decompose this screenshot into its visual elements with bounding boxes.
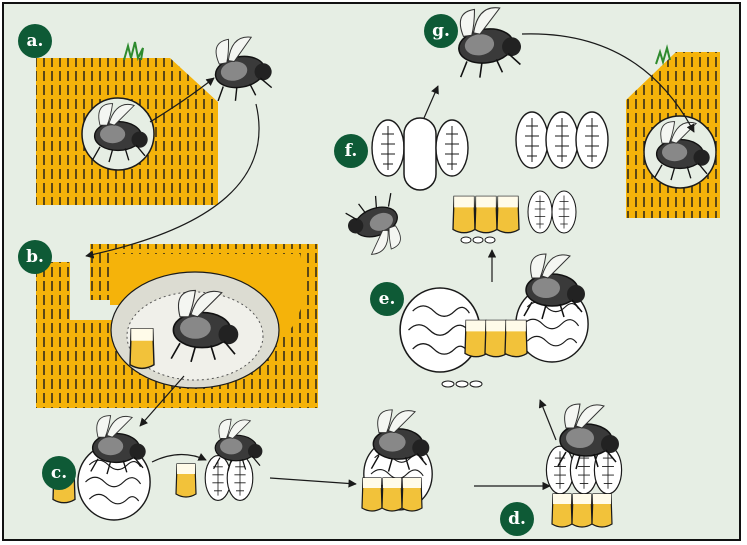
- stage-badge-a: a.: [18, 24, 52, 58]
- honey-pot-c2: [176, 464, 196, 497]
- queen-cocoon-f: [404, 118, 436, 190]
- larva-cell-f6: [528, 191, 552, 233]
- stage-badge-c: c.: [42, 456, 76, 490]
- stage-badge-f: f.: [334, 134, 368, 168]
- honey-pot-f1: [453, 196, 475, 232]
- new-queen-flying: [452, 4, 525, 80]
- queen-cell-f5: [576, 112, 608, 168]
- honey-pot-e1: [465, 320, 487, 356]
- arrow-c-to-d: [270, 478, 356, 484]
- honey-pot-b: [130, 329, 154, 369]
- honey-pot-d6: [592, 494, 612, 527]
- grass-tuft-a: [124, 42, 143, 60]
- queen-cell-f3: [516, 112, 548, 168]
- honey-pot-d4: [552, 494, 572, 527]
- arrow-f-to-g: [424, 86, 438, 118]
- honey-pot-d2: [382, 478, 402, 511]
- honey-pot-e2: [485, 320, 507, 356]
- honey-pot-d5: [572, 494, 592, 527]
- honey-pot-e3: [505, 320, 527, 356]
- honey-pot-f3: [497, 196, 519, 232]
- honey-pot-d1: [362, 478, 382, 511]
- larva-cell-f7: [552, 191, 576, 233]
- honey-pot-d3: [402, 478, 422, 511]
- larva-cell-d1: [546, 446, 573, 494]
- stage-badge-d: d.: [500, 502, 534, 536]
- arrow-c-step: [152, 454, 206, 462]
- stage-badge-e: e.: [370, 282, 404, 316]
- queen-cell-f4: [546, 112, 578, 168]
- queen-cell-f2: [436, 120, 468, 176]
- honey-pot-f2: [475, 196, 497, 232]
- stage-badge-b: b.: [18, 240, 52, 274]
- queen-bee-emerging: [208, 33, 276, 104]
- queen-cell-f1: [372, 120, 404, 176]
- stage-badge-g: g.: [424, 14, 458, 48]
- dead-bee-f: [341, 191, 409, 261]
- arrow-d-to-e: [540, 400, 556, 440]
